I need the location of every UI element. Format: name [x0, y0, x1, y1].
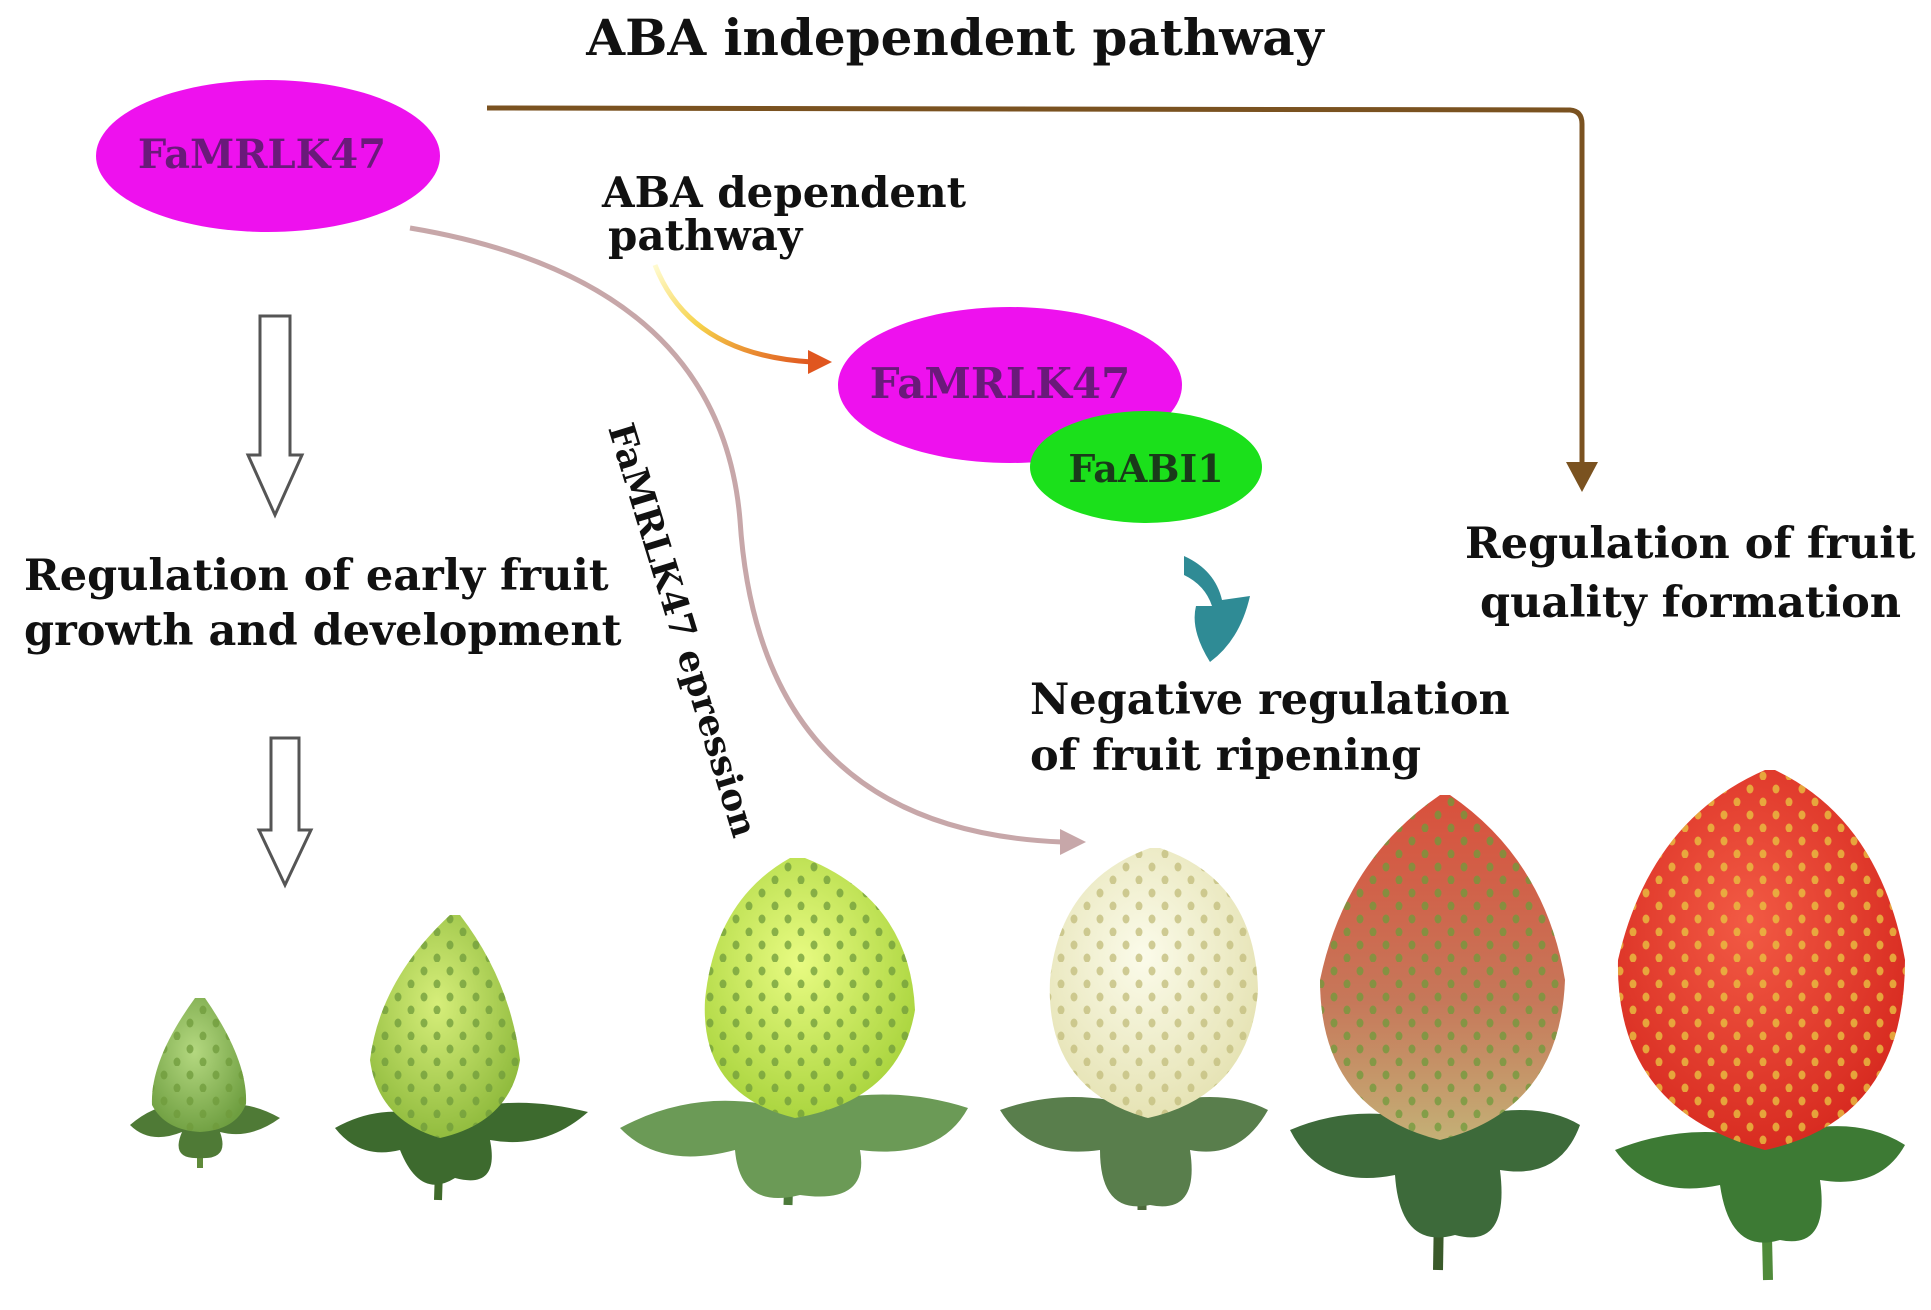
teal-curved-arrow — [1184, 556, 1250, 662]
aba-dependent-label-line2: pathway — [608, 211, 804, 260]
negative-regulation-label-line2: of fruit ripening — [1030, 731, 1421, 781]
faabi1-node — [1030, 411, 1262, 523]
famrlk47-top-label: FaMRLK47 — [138, 131, 386, 178]
strawberry-stage-3 — [620, 858, 968, 1206]
strawberry-stage-6 — [1615, 770, 1905, 1281]
negative-regulation-label-line1: Negative regulation — [1030, 675, 1510, 725]
strawberry-stage-5 — [1290, 795, 1580, 1271]
famrlk47-complex-label: FaMRLK47 — [870, 359, 1131, 408]
strawberry-stage-2 — [335, 915, 588, 1201]
quality-formation-label-line2: quality formation — [1480, 578, 1901, 628]
faabi1-label: FaABI1 — [1068, 446, 1223, 491]
strawberry-stage-4 — [1000, 848, 1268, 1210]
strawberry-stage-1 — [130, 998, 280, 1168]
hollow-down-arrow-1 — [245, 314, 305, 519]
famrlk47-node-top — [96, 80, 440, 232]
early-growth-label-line2: growth and development — [24, 606, 622, 656]
aba-dependent-label-line1: ABA dependent — [601, 168, 967, 217]
aba-independent-label: ABA independent pathway — [585, 8, 1325, 67]
famrlk47-expression-arrow — [409, 225, 1086, 855]
aba-dependent-arrow — [652, 264, 832, 374]
expression-label: FaMRLK47 epression — [599, 418, 765, 842]
aba-independent-arrow — [486, 105, 1598, 492]
quality-formation-label-line1: Regulation of fruit — [1465, 519, 1916, 569]
early-growth-label-line1: Regulation of early fruit — [24, 551, 609, 601]
hollow-down-arrow-2 — [256, 736, 314, 889]
